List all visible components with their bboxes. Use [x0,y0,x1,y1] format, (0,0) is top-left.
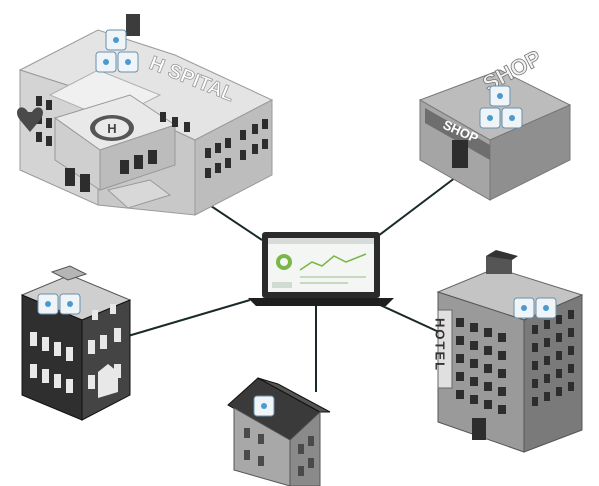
shop-door [452,140,468,168]
shop-building: SHOP SHOP [418,45,572,201]
link-townhouse [127,299,251,337]
wireless-access-point-icon [37,293,59,315]
laptop-icon [248,232,394,306]
townhouse-windows [30,304,121,393]
wireless-access-point-icon [535,297,557,319]
hotel-building: HOTEL [433,250,584,453]
hospital-building: H H SPITAL [17,14,274,216]
shop-access-points [479,85,523,129]
wireless-access-point-icon [95,51,117,73]
wireless-access-point-icon [489,85,511,107]
wireless-access-point-icon [501,107,523,129]
townhouse-building [20,265,132,421]
house-building [227,377,331,486]
wireless-access-point-icon [117,51,139,73]
hospital-access-points [95,29,139,73]
wireless-access-point-icon [59,293,81,315]
townhouse-access-points [37,293,81,315]
wireless-access-point-icon [253,395,275,417]
house-windows [244,428,314,476]
hotel-sign: HOTEL [433,318,448,372]
hotel-sign-board [437,309,453,389]
wireless-access-point-icon [513,297,535,319]
heart-icon [17,107,43,132]
hotel-access-points [513,297,557,319]
helipad-label: H [107,121,116,136]
hotel-windows [456,310,574,440]
wireless-access-point-icon [105,29,127,51]
wireless-access-point-icon [479,107,501,129]
